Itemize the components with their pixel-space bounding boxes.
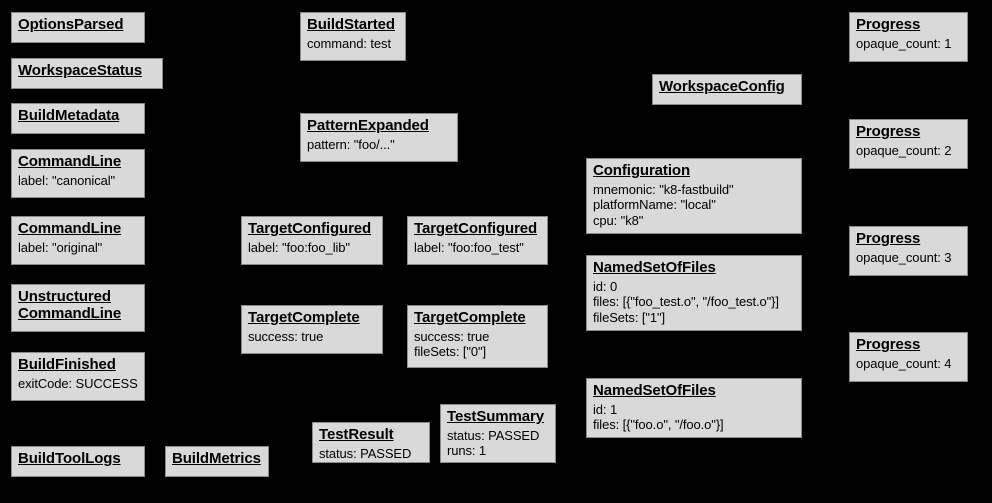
event-node-title: Progress <box>856 336 921 353</box>
event-node-target-configured-foo-lib[interactable]: TargetConfigured label: "foo:foo_lib" <box>241 216 383 265</box>
event-node-unstructured-command-line[interactable]: Unstructured CommandLine <box>11 284 145 332</box>
event-node-fields: label: "foo:foo_lib" <box>248 239 350 255</box>
event-node-title-row: Unstructured CommandLine <box>18 288 138 324</box>
event-node-options-parsed[interactable]: OptionsParsed <box>11 12 145 43</box>
event-node-target-complete-foo-test[interactable]: TargetComplete success: true fileSets: ["… <box>407 305 548 368</box>
event-node-build-started[interactable]: BuildStarted command: test <box>300 12 406 61</box>
event-node-fields: id: 1 files: [{"foo.o", "/foo.o"}] <box>593 401 724 433</box>
event-node-fields: opaque_count: 1 <box>856 35 952 51</box>
event-node-title-row: CommandLine <box>18 220 138 239</box>
event-node-title: BuildStarted <box>307 16 395 33</box>
event-node-title: PatternExpanded <box>307 117 429 134</box>
event-node-title: TestSummary <box>447 408 544 425</box>
event-node-title-row: TargetConfigured <box>248 220 376 239</box>
event-node-title-row: BuildMetadata <box>18 107 138 126</box>
event-node-title-row: TargetComplete <box>248 309 376 328</box>
event-node-title-row: BuildToolLogs <box>18 450 138 469</box>
event-node-command-line-canonical[interactable]: CommandLine label: "canonical" <box>11 149 145 198</box>
event-node-progress-3[interactable]: Progress opaque_count: 3 <box>849 226 968 276</box>
event-node-progress-1[interactable]: Progress opaque_count: 1 <box>849 12 968 62</box>
event-node-title-row: TargetConfigured <box>414 220 541 239</box>
event-node-fields: exitCode: SUCCESS <box>18 375 138 391</box>
event-node-fields: opaque_count: 4 <box>856 355 952 371</box>
event-node-title: WorkspaceConfig <box>659 78 785 95</box>
event-node-configuration[interactable]: Configuration mnemonic: "k8-fastbuild" pl… <box>586 158 802 234</box>
event-node-target-configured-foo-test[interactable]: TargetConfigured label: "foo:foo_test" <box>407 216 548 265</box>
event-node-title-row: OptionsParsed <box>18 16 138 35</box>
event-node-title-row: Progress <box>856 16 961 35</box>
event-node-title-row: NamedSetOfFiles <box>593 382 795 401</box>
event-node-title: TargetComplete <box>414 309 526 326</box>
event-node-title: BuildMetrics <box>172 450 261 467</box>
event-node-fields: success: true <box>248 328 324 344</box>
event-node-title: NamedSetOfFiles <box>593 259 716 276</box>
event-node-progress-4[interactable]: Progress opaque_count: 4 <box>849 332 968 382</box>
event-node-title: OptionsParsed <box>18 16 124 33</box>
event-node-fields: status: PASSED <box>319 445 412 461</box>
event-node-title-row: Progress <box>856 230 961 249</box>
event-node-target-complete-foo-lib[interactable]: TargetComplete success: true <box>241 305 383 354</box>
event-node-fields: pattern: "foo/..." <box>307 136 395 152</box>
event-node-build-metadata[interactable]: BuildMetadata <box>11 103 145 134</box>
event-node-title: BuildToolLogs <box>18 450 121 467</box>
event-node-fields: label: "original" <box>18 239 103 255</box>
event-node-title-row: BuildStarted <box>307 16 399 35</box>
event-node-fields: status: PASSED runs: 1 <box>447 427 540 459</box>
event-node-workspace-config[interactable]: WorkspaceConfig <box>652 74 802 105</box>
event-node-title: Configuration <box>593 162 691 179</box>
event-node-title: NamedSetOfFiles <box>593 382 716 399</box>
event-node-title-row: PatternExpanded <box>307 117 451 136</box>
event-node-title: TargetComplete <box>248 309 360 326</box>
event-node-build-finished[interactable]: BuildFinished exitCode: SUCCESS <box>11 352 145 401</box>
event-node-title: CommandLine <box>18 153 122 170</box>
event-node-build-metrics[interactable]: BuildMetrics <box>165 446 269 477</box>
event-node-title: BuildFinished <box>18 356 116 373</box>
event-node-fields: label: "canonical" <box>18 172 116 188</box>
event-node-build-tool-logs[interactable]: BuildToolLogs <box>11 446 145 477</box>
event-node-named-set-of-files-0[interactable]: NamedSetOfFiles id: 0 files: [{"foo_test.… <box>586 255 802 331</box>
event-node-fields: mnemonic: "k8-fastbuild" platformName: "… <box>593 181 734 228</box>
event-node-fields: opaque_count: 3 <box>856 249 952 265</box>
event-node-title-row: Progress <box>856 336 961 355</box>
event-node-title-row: TestResult <box>319 426 423 445</box>
event-node-title: TestResult <box>319 426 394 443</box>
event-node-title-row: Progress <box>856 123 961 142</box>
event-node-fields: command: test <box>307 35 391 51</box>
event-node-title-row: BuildFinished <box>18 356 138 375</box>
event-node-title: CommandLine <box>18 220 122 237</box>
event-node-fields: label: "foo:foo_test" <box>414 239 524 255</box>
event-node-test-summary[interactable]: TestSummary status: PASSED runs: 1 <box>440 404 556 463</box>
event-node-title-row: TestSummary <box>447 408 549 427</box>
event-node-fields: id: 0 files: [{"foo_test.o", "/foo_test.… <box>593 278 779 325</box>
event-node-pattern-expanded[interactable]: PatternExpanded pattern: "foo/..." <box>300 113 458 162</box>
event-node-title: WorkspaceStatus <box>18 62 143 79</box>
event-node-title-row: Configuration <box>593 162 795 181</box>
event-node-fields: success: true fileSets: ["0"] <box>414 328 490 360</box>
event-node-progress-2[interactable]: Progress opaque_count: 2 <box>849 119 968 169</box>
event-node-title: Progress <box>856 230 921 247</box>
event-node-fields: opaque_count: 2 <box>856 142 952 158</box>
event-node-title: Progress <box>856 123 921 140</box>
event-node-title-row: TargetComplete <box>414 309 541 328</box>
event-node-title: Progress <box>856 16 921 33</box>
event-node-title-row: WorkspaceStatus <box>18 62 156 81</box>
event-node-title: Unstructured CommandLine <box>18 288 122 323</box>
event-node-test-result[interactable]: TestResult status: PASSED <box>312 422 430 463</box>
event-node-named-set-of-files-1[interactable]: NamedSetOfFiles id: 1 files: [{"foo.o", "… <box>586 378 802 438</box>
event-node-title-row: BuildMetrics <box>172 450 262 469</box>
event-node-command-line-original[interactable]: CommandLine label: "original" <box>11 216 145 265</box>
event-node-title-row: NamedSetOfFiles <box>593 259 795 278</box>
event-node-title: TargetConfigured <box>248 220 372 237</box>
event-node-workspace-status[interactable]: WorkspaceStatus <box>11 58 163 89</box>
event-node-title: BuildMetadata <box>18 107 120 124</box>
event-node-title-row: CommandLine <box>18 153 138 172</box>
event-node-title-row: WorkspaceConfig <box>659 78 795 97</box>
event-node-title: TargetConfigured <box>414 220 538 237</box>
